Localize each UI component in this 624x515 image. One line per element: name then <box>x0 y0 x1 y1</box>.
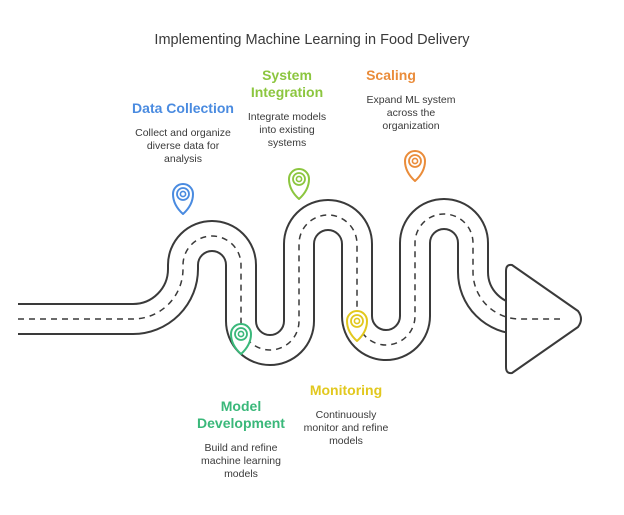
step-description: Build and refine machine learning models <box>201 442 281 480</box>
step-description: Integrate models into existing systems <box>247 111 327 149</box>
step-description: Collect and organize diverse data for an… <box>135 127 231 165</box>
step-description: Continuously monitor and refine models <box>303 409 389 447</box>
map-pin-icon <box>172 183 194 215</box>
road-centerline <box>18 213 560 351</box>
step-title: Monitoring <box>309 382 383 398</box>
map-pin-icon <box>288 168 310 200</box>
map-pin-icon <box>346 310 368 342</box>
step-title: System Integration <box>250 67 324 100</box>
map-pin-icon <box>230 323 252 355</box>
step-title: Model Development <box>197 398 285 431</box>
diagram-title: Implementing Machine Learning in Food De… <box>154 32 470 48</box>
step-description: Expand ML system across the organization <box>366 94 456 132</box>
step-title: Scaling <box>366 67 416 83</box>
step-title: Data Collection <box>132 100 234 116</box>
map-pin-icon <box>404 150 426 182</box>
